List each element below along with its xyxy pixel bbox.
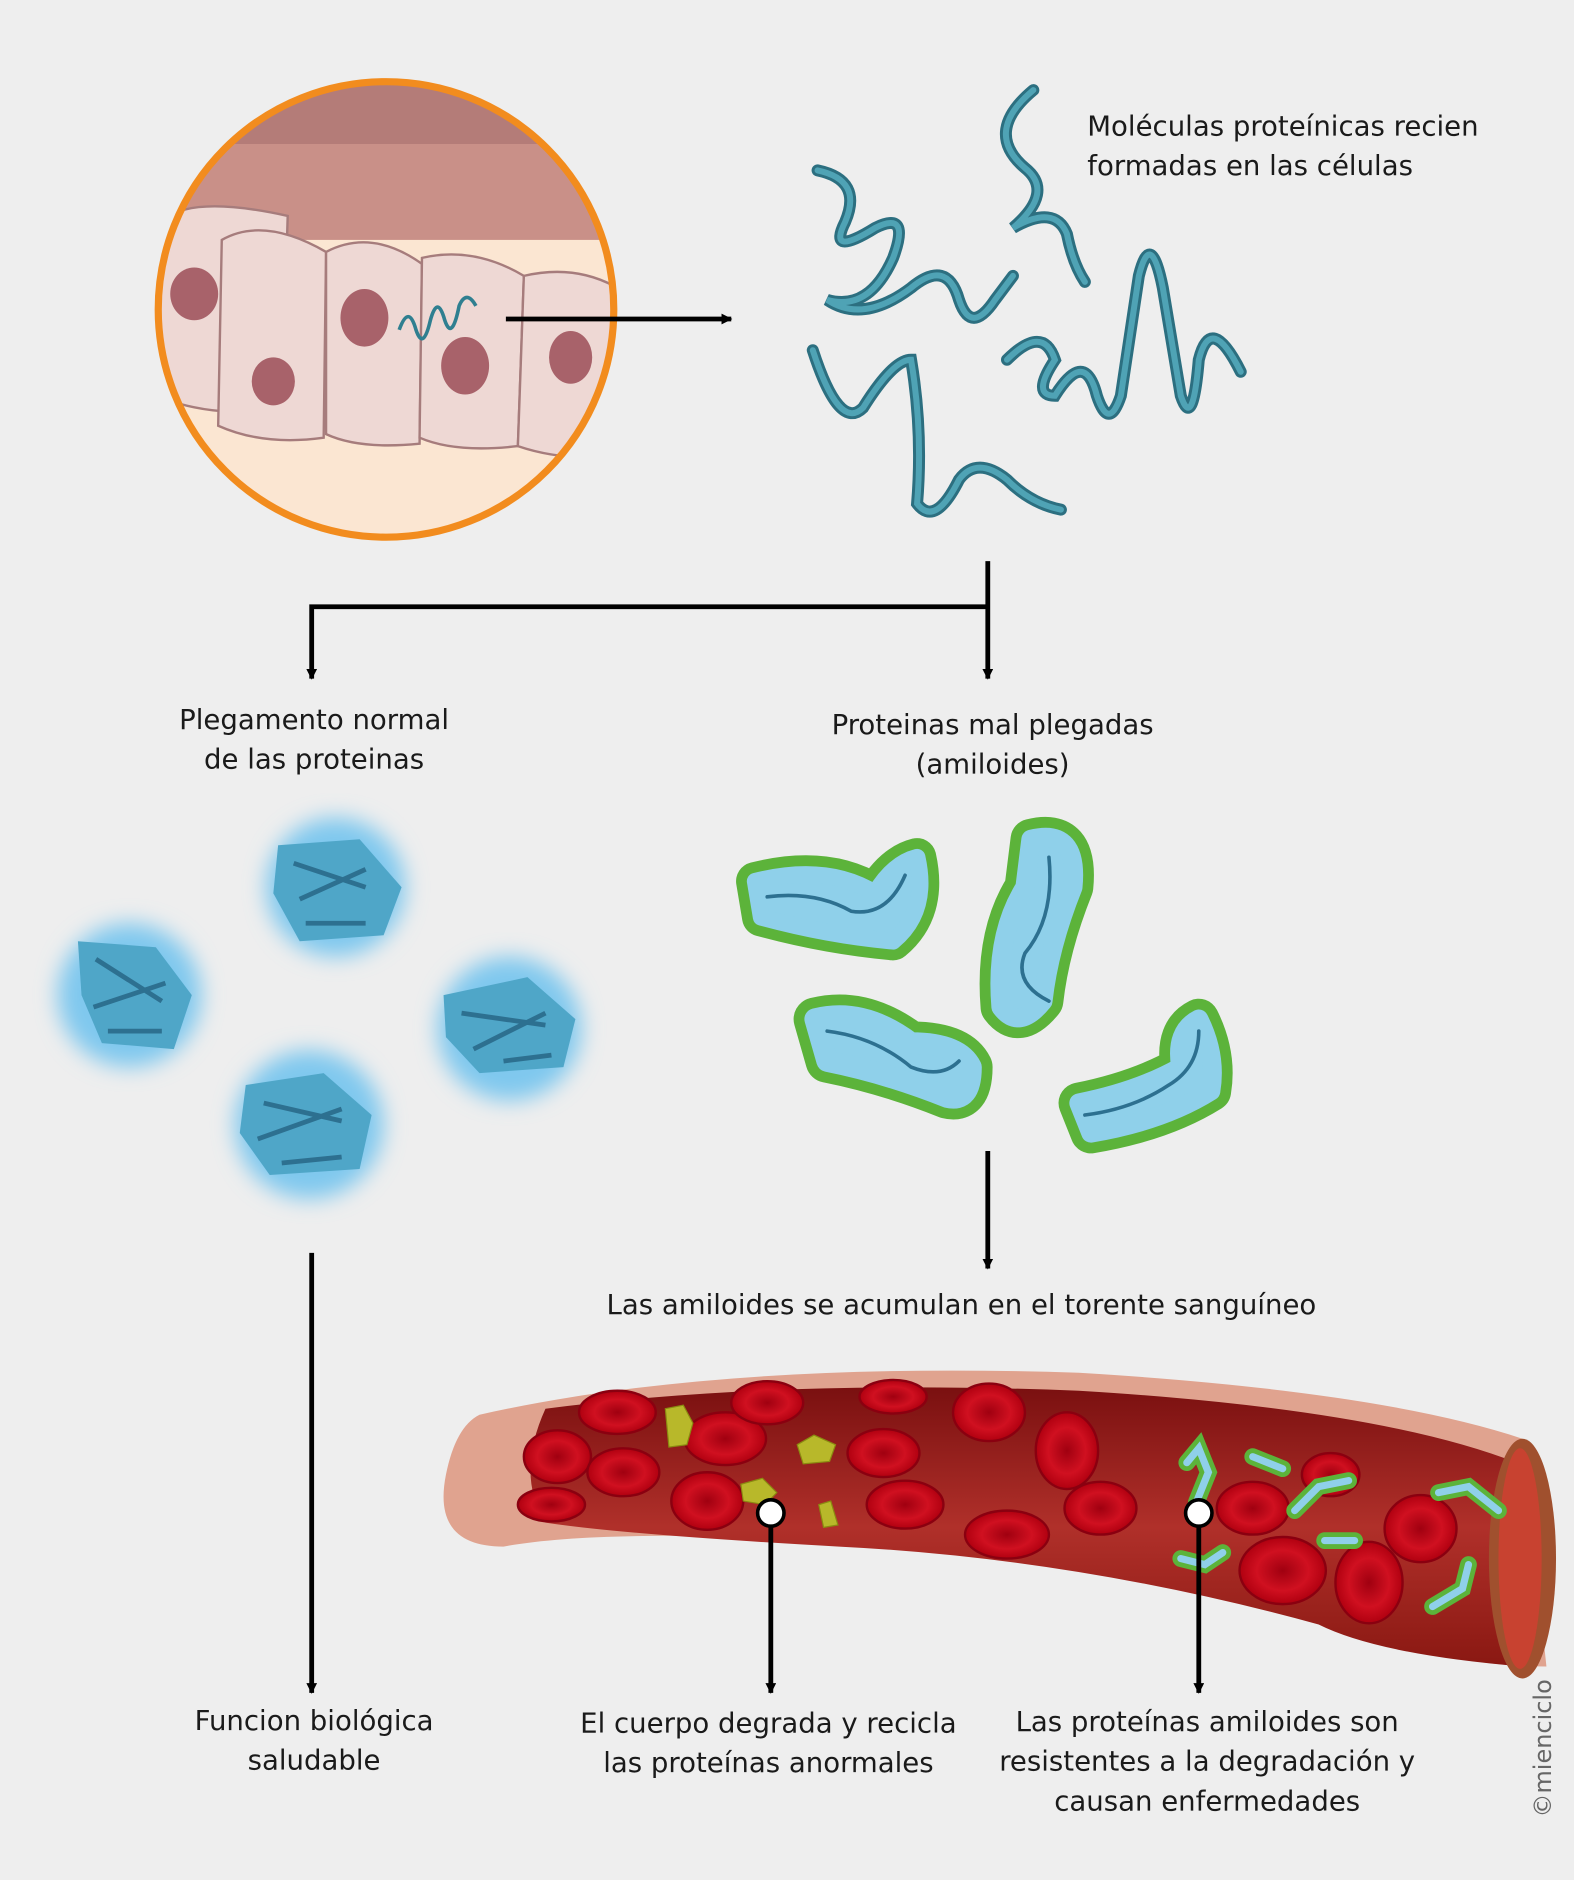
amyloid-icon [979, 817, 1094, 1038]
label-healthy-1: Funcion biológica [195, 1704, 434, 1737]
folded-protein-icon [57, 923, 202, 1068]
label-new-molecules-1: Moléculas proteínicas recien [1087, 110, 1478, 143]
vessel-amyloids [1172, 1432, 1507, 1615]
circle-border [154, 78, 618, 541]
blood-vessel [443, 1370, 1557, 1679]
amyloid-icon [736, 838, 940, 961]
amyloid-icon [1058, 998, 1233, 1154]
label-healthy-2: saludable [248, 1744, 381, 1777]
red-blood-cells [516, 1378, 1458, 1625]
label-resistant-2: resistentes a la degradación y [999, 1745, 1415, 1778]
folded-protein-icon [266, 817, 406, 957]
label-misfolded-1: Proteinas mal plegadas [832, 708, 1154, 741]
cell-magnification [154, 78, 618, 541]
split-arrows [306, 561, 994, 680]
label-normal-fold-2: de las proteinas [204, 743, 424, 776]
amyloid-icon [793, 994, 993, 1120]
copyright-credit: ©mienciclo [1529, 1679, 1557, 1817]
label-resistant-3: causan enfermedades [1054, 1784, 1360, 1817]
amyloid-proteins [736, 817, 1233, 1154]
label-recycle-2: las proteínas anormales [603, 1746, 933, 1779]
pointer-recycle [755, 1498, 786, 1694]
folded-protein-icon [234, 1050, 384, 1199]
label-normal-fold-1: Plegamento normal [179, 703, 449, 736]
folded-proteins [57, 817, 582, 1199]
label-misfolded-2: (amiloides) [916, 747, 1070, 780]
pointer-resistant [1183, 1498, 1214, 1694]
degraded-protein-fragments [664, 1404, 839, 1529]
label-accumulate: Las amiloides se acumulan en el torente … [607, 1288, 1317, 1321]
label-resistant-1: Las proteínas amiloides son [1016, 1705, 1399, 1738]
folded-protein-icon [437, 956, 582, 1101]
label-recycle-1: El cuerpo degrada y recicla [580, 1706, 956, 1739]
label-new-molecules-2: formadas en las células [1087, 149, 1413, 182]
